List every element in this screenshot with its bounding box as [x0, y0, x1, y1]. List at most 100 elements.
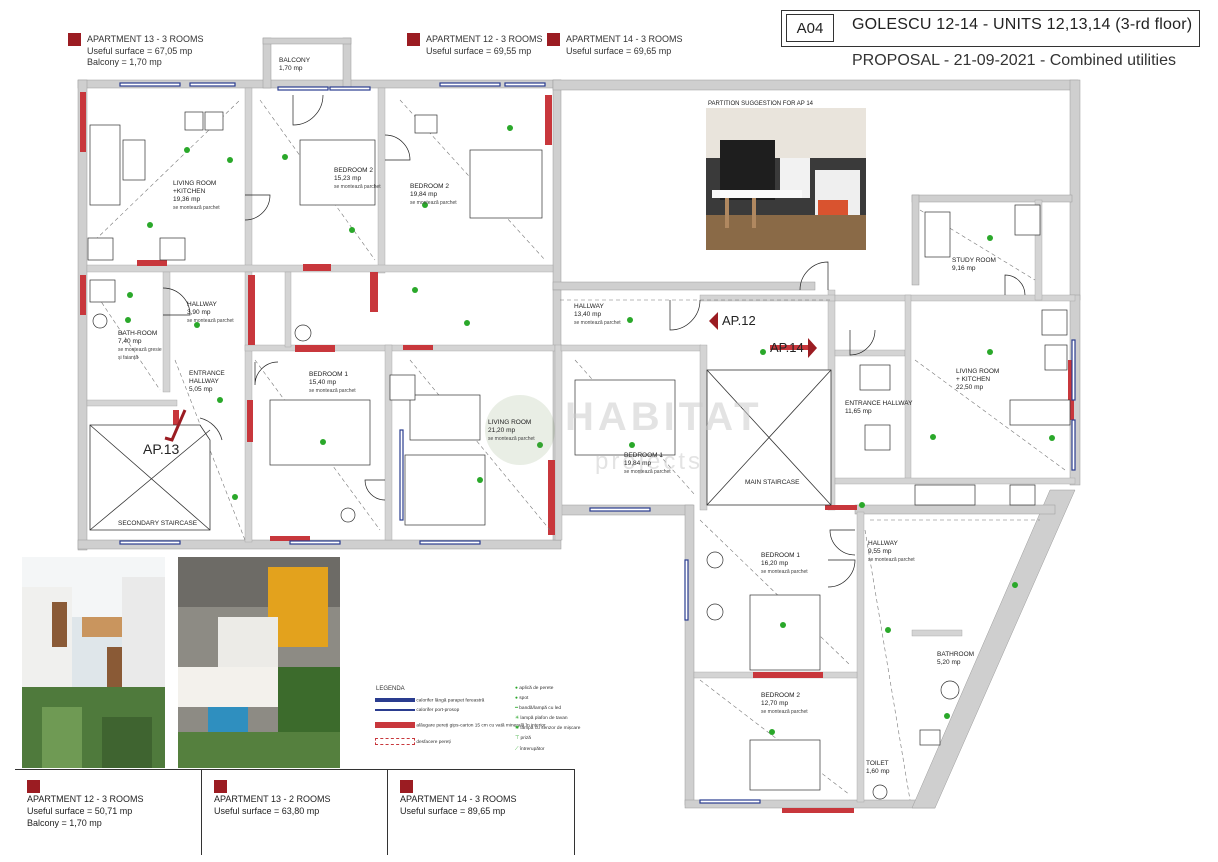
- room-area: 11,65 mp: [845, 408, 872, 415]
- legend-symbol-sconce: ● aplică de perete: [515, 686, 553, 691]
- led-strip-icon: ━: [515, 706, 518, 711]
- ceiling-lamp-icon: ✳: [515, 716, 520, 721]
- legend-label: priză: [520, 736, 531, 741]
- room-name: HALLWAY: [187, 301, 217, 308]
- legend: LEGENDA calorifer lângă parapet fereastr…: [375, 686, 675, 766]
- apt14-summary: APARTMENT 14 - 3 ROOMS Useful surface = …: [547, 33, 683, 57]
- room-area: 5,05 mp: [189, 386, 213, 393]
- bottom-apt12: APARTMENT 12 - 3 ROOMS Useful surface = …: [15, 770, 201, 855]
- courtyard-photo-2: [178, 557, 340, 768]
- switch-icon: ⟋: [515, 747, 519, 752]
- apt-color-swatch: [27, 780, 40, 794]
- motion-lamp-icon: ✱: [515, 726, 520, 731]
- apt-name: APARTMENT 14 - 3 ROOMS: [400, 794, 517, 805]
- sheet-title: GOLESCU 12-14 - UNITS 12,13,14 (3-rd flo…: [852, 16, 1193, 33]
- bottom-apt14: APARTMENT 14 - 3 ROOMS Useful surface = …: [387, 770, 575, 855]
- room-name: HALLWAY: [868, 540, 898, 547]
- windows: [119, 82, 1076, 804]
- room-name: LIVING ROOM: [488, 419, 532, 426]
- room-note: se montează gresie și faianță: [118, 347, 162, 361]
- apt12-summary: APARTMENT 12 - 3 ROOMS Useful surface = …: [407, 33, 543, 57]
- room-note: se montează parchet: [868, 557, 915, 563]
- room-area: 9,55 mp: [868, 548, 892, 555]
- title-block: [781, 10, 1200, 47]
- room-area: 9,16 mp: [952, 265, 976, 272]
- legend-label: întrerupător: [519, 747, 545, 752]
- room-name: ENTRANCE HALLWAY: [845, 400, 913, 407]
- legend-symbol-motion-lamp: ✱ lampă cu senzor de mișcare: [515, 726, 580, 731]
- apt-surface: Useful surface = 50,71 mp: [27, 806, 133, 817]
- legend-item-radiator: calorifer lângă parapet fereastră: [375, 698, 484, 703]
- room-name: LIVING ROOM +KITCHEN: [173, 180, 217, 195]
- legend-item-new-wall: alăugare pereți gips-carton 15 cm cu vat…: [375, 722, 546, 728]
- apt13-summary: APARTMENT 13 - 3 ROOMS Useful surface = …: [68, 33, 204, 68]
- furniture: [87, 111, 1071, 800]
- room-name: HALLWAY: [574, 303, 604, 310]
- towel-radiator-symbol: [375, 708, 415, 711]
- legend-symbol-switch: ⟋ întrerupător: [515, 746, 545, 752]
- doors: [162, 94, 1026, 588]
- apt-color-swatch: [68, 33, 81, 46]
- apt-name: APARTMENT 14 - 3 ROOMS: [566, 33, 683, 44]
- room-area: 19,36 mp: [173, 196, 201, 203]
- bottom-apt13: APARTMENT 13 - 2 ROOMS Useful surface = …: [201, 770, 387, 855]
- room-name: TOILET: [866, 760, 889, 767]
- secondary-staircase: [89, 409, 223, 531]
- room-area: 21,20 mp: [488, 427, 516, 434]
- sheet-subtitle: PROPOSAL - 21-09-2021 - Combined utiliti…: [852, 52, 1176, 69]
- watermark-title: HABITAT: [565, 395, 763, 439]
- legend-symbol-spot: ● spot: [515, 696, 528, 701]
- apt-name: APARTMENT 12 - 3 ROOMS: [27, 794, 144, 805]
- room-note: se montează parchet: [761, 569, 808, 575]
- room-note: se montează parchet: [761, 709, 808, 715]
- room-name: BEDROOM 2: [334, 167, 374, 174]
- ap13-label: AP.13: [143, 441, 180, 457]
- room-note: se montează parchet: [309, 388, 356, 394]
- room-secondary-staircase: SECONDARY STAIRCASE: [118, 520, 198, 527]
- room-note: se montează parchet: [488, 436, 535, 442]
- spot-icon: ●: [515, 696, 518, 701]
- new-wall-symbol: [375, 722, 415, 728]
- main-staircase: [706, 369, 832, 506]
- legend-symbol-ceiling-lamp: ✳ lampă plafon de tavan: [515, 716, 568, 721]
- partition-photo: [706, 108, 866, 250]
- courtyard-photo-1: [22, 557, 165, 768]
- room-area: 13,40 mp: [574, 311, 602, 318]
- room-area: 7,40 mp: [118, 338, 142, 345]
- legend-label: desfacere pereți: [416, 739, 451, 745]
- room-name: BEDROOM 2: [410, 183, 450, 190]
- socket-icon: ⊤: [515, 736, 520, 741]
- room-area: 15,23 mp: [334, 175, 362, 182]
- apt-name: APARTMENT 13 - 2 ROOMS: [214, 794, 331, 805]
- room-name: BEDROOM 1: [309, 371, 349, 378]
- room-area: 15,40 mp: [309, 379, 337, 386]
- room-name: LIVING ROOM + KITCHEN: [956, 368, 1000, 383]
- apt-surface: Useful surface = 89,65 mp: [400, 806, 506, 817]
- apt-surface: Useful surface = 67,05 mp: [87, 46, 193, 56]
- apt-surface: Useful surface = 69,65 mp: [566, 46, 672, 56]
- room-name: BEDROOM 1: [624, 452, 664, 459]
- apt-color-swatch: [547, 33, 560, 46]
- legend-symbol-socket: ⊤ priză: [515, 736, 531, 741]
- legend-label: lampă cu senzor de mișcare: [520, 726, 581, 731]
- legend-label: spot: [519, 696, 529, 701]
- room-note: se montează parchet: [187, 318, 234, 324]
- room-area: 1,70 mp: [279, 65, 303, 72]
- room-area: 16,20 mp: [761, 560, 789, 567]
- radiator-symbol: [375, 698, 415, 702]
- legend-label: aplică de perete: [519, 686, 554, 691]
- room-area: 12,70 mp: [761, 700, 789, 707]
